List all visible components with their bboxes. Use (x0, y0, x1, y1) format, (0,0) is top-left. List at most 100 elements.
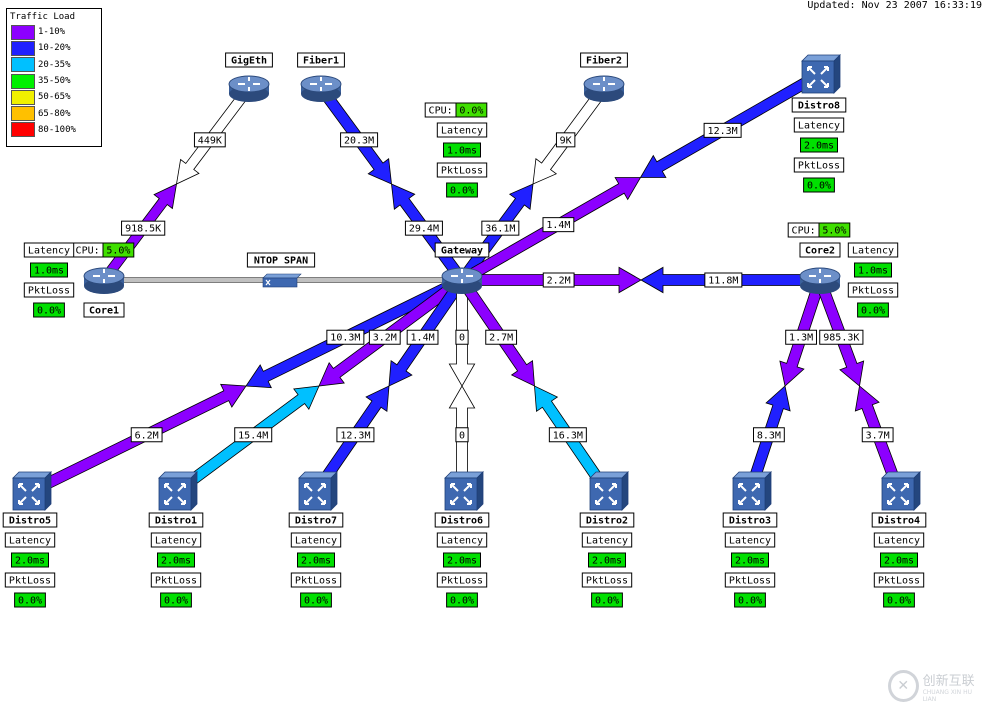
latency-label-bg (793, 117, 845, 133)
node-label-fiber1-text: Fiber1 (303, 55, 339, 67)
node-gateway[interactable] (441, 267, 483, 294)
node-distro4[interactable] (881, 471, 921, 511)
switch-arrows (164, 483, 186, 505)
link-gateway-distro6[interactable] (448, 279, 476, 493)
latency-label: Latency (436, 122, 488, 138)
switch-icon[interactable] (732, 471, 772, 511)
node-distro1[interactable] (158, 471, 198, 511)
switch-icon[interactable] (12, 471, 52, 511)
pktloss-label-text: PktLoss (9, 576, 51, 587)
pktloss-label-bg (4, 572, 56, 588)
node-label-fiber2-bg (580, 52, 628, 68)
node-distro6[interactable] (444, 471, 484, 511)
node-fiber2[interactable] (583, 75, 625, 102)
cpu-value: 0.0% (455, 102, 488, 118)
pktloss-label-bg (23, 282, 75, 298)
link-in-value-text: 8.3M (757, 430, 781, 441)
node-label-core2-bg (799, 242, 841, 258)
link-out-value: 2.7M (485, 329, 518, 345)
switch-front (589, 477, 623, 511)
switch-icon[interactable] (801, 54, 841, 94)
node-label-distro3: Distro3 (722, 512, 778, 528)
router-icon[interactable] (441, 267, 483, 294)
latency-label-text: Latency (9, 536, 51, 547)
node-label-distro7-text: Distro7 (295, 515, 337, 527)
pktloss-value-text: 0.0% (807, 181, 831, 192)
latency-label-text: Latency (28, 246, 70, 257)
link-out-value-text: 29.4M (409, 224, 439, 235)
router-icon[interactable] (300, 75, 342, 102)
link-in-value-bg (555, 132, 576, 148)
switch-top (732, 471, 772, 479)
span-port-icon[interactable] (262, 273, 302, 288)
pktloss-value: 0.0% (300, 592, 332, 608)
pktloss-value-bg (591, 592, 623, 608)
node-label-distro3-bg (722, 512, 778, 528)
switch-side (621, 471, 629, 511)
node-label-distro4: Distro4 (871, 512, 927, 528)
node-core1[interactable] (83, 267, 125, 294)
switch-icon[interactable] (881, 471, 921, 511)
node-label-gigeth: GigEth (225, 52, 273, 68)
link-core2-distro3[interactable] (744, 277, 826, 495)
pktloss-value-text: 0.0% (450, 186, 474, 197)
latency-label: Latency (847, 242, 899, 258)
cpu-label-text: CPU: (429, 106, 453, 117)
switch-icon[interactable] (444, 471, 484, 511)
latency-label-bg (436, 122, 488, 138)
latency-label: Latency (724, 532, 776, 548)
link-gateway-distro1[interactable] (172, 275, 466, 497)
pktloss-value-text: 0.0% (164, 596, 188, 607)
link-gateway-core2[interactable] (461, 266, 821, 294)
latency-label-text: Latency (586, 536, 628, 547)
switch-arrows (807, 66, 829, 88)
pktloss-label-bg (150, 572, 202, 588)
switch-icon[interactable] (298, 471, 338, 511)
switch-arrows (595, 483, 617, 505)
link-out-value-text: 2.2M (547, 276, 571, 287)
latency-value: 2.0ms (800, 137, 838, 153)
link-out-value-text: 10.3M (330, 333, 360, 344)
router-icon[interactable] (583, 75, 625, 102)
link-out-value-text: 1.4M (411, 333, 435, 344)
pktloss-label-bg (724, 572, 776, 588)
legend-swatch (11, 24, 35, 40)
node-gigeth[interactable] (228, 75, 270, 102)
legend-title: Traffic Load (10, 12, 76, 22)
switch-front (444, 477, 478, 511)
node-label-core2-text: Core2 (805, 246, 835, 257)
router-icon[interactable] (799, 267, 841, 294)
node-core2[interactable] (799, 267, 841, 294)
pktloss-label-text: PktLoss (729, 576, 771, 587)
latency-value-bg (880, 552, 918, 568)
switch-icon[interactable] (589, 471, 629, 511)
node-distro3[interactable] (732, 471, 772, 511)
cpu-label: CPU: (71, 242, 104, 258)
link-gateway-distro2[interactable] (456, 276, 613, 496)
link-in-value-bg (340, 132, 379, 148)
node-ntop[interactable] (262, 273, 302, 288)
link-gateway-distro8[interactable] (458, 69, 823, 286)
switch-side (190, 471, 198, 511)
cpu-value: 5.0% (818, 222, 851, 238)
router-icon[interactable] (83, 267, 125, 294)
link-in-value-text: 15.4M (238, 430, 268, 441)
link-in-value-bg (861, 427, 894, 443)
pktloss-label: PktLoss (436, 162, 488, 178)
legend-swatch (11, 57, 35, 73)
latency-label-bg (150, 532, 202, 548)
node-fiber1[interactable] (300, 75, 342, 102)
switch-icon[interactable] (158, 471, 198, 511)
link-out-value-text: 36.1M (485, 224, 515, 235)
node-distro8[interactable] (801, 54, 841, 94)
node-distro5[interactable] (12, 471, 52, 511)
pktloss-label-text: PktLoss (878, 576, 920, 587)
pktloss-value-text: 0.0% (887, 596, 911, 607)
node-distro7[interactable] (298, 471, 338, 511)
legend-item: 1-10% (7, 24, 101, 40)
cpu-value-text: 5.0% (106, 246, 130, 257)
router-icon[interactable] (228, 75, 270, 102)
node-distro2[interactable] (589, 471, 629, 511)
latency-value-bg (157, 552, 195, 568)
latency-value-bg (11, 552, 49, 568)
